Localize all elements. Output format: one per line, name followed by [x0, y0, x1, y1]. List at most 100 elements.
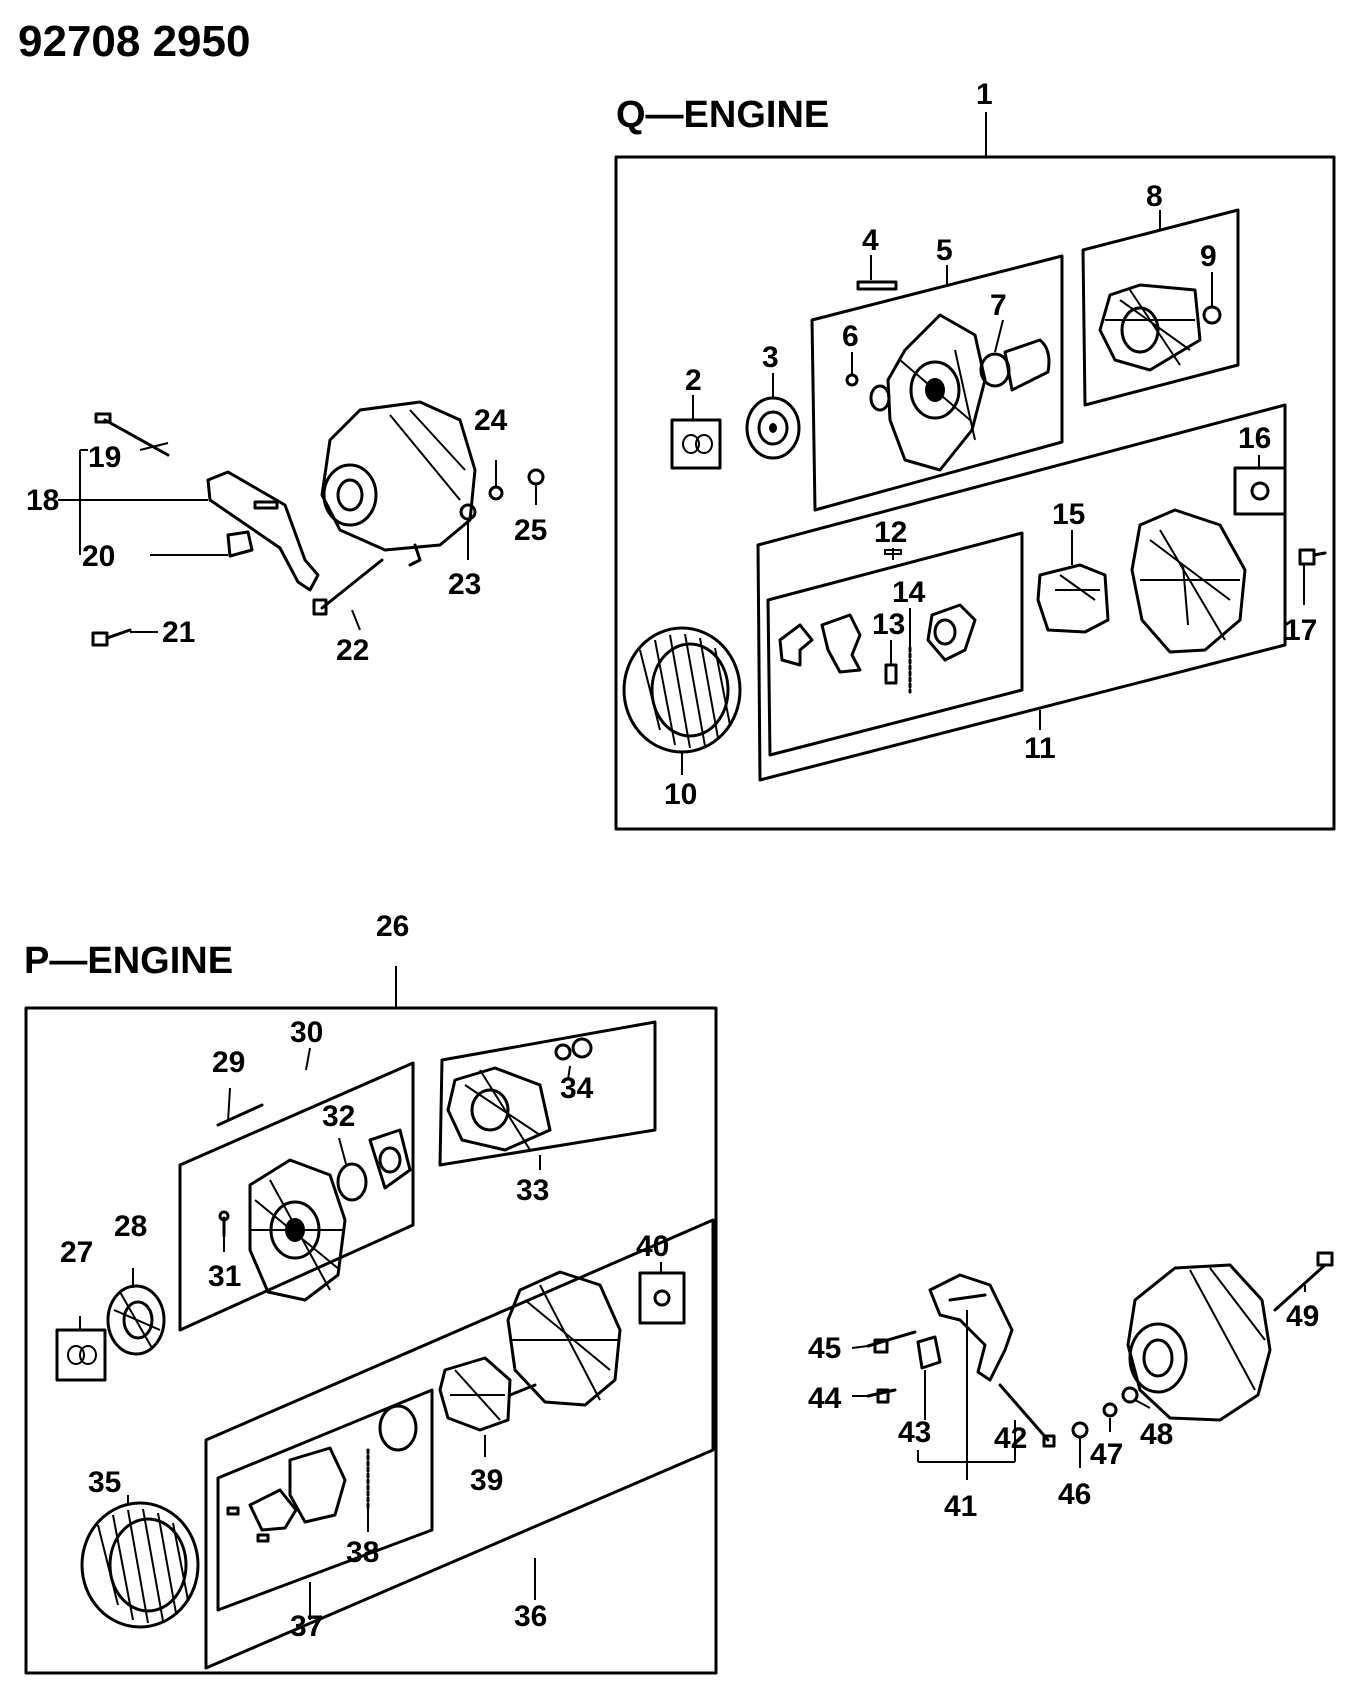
rear-bracket-subbox: [810, 254, 1064, 512]
callout-15: 15: [1052, 498, 1085, 531]
p-part-39-regulator: [438, 1356, 537, 1432]
q-part-10-stator: [622, 626, 742, 754]
nut-25: [527, 468, 545, 486]
callout-3: 3: [762, 341, 779, 374]
callout-36: 36: [514, 1600, 547, 1633]
p-engine-title: P—ENGINE: [24, 940, 233, 982]
rotor-subbox-33: [438, 1020, 657, 1167]
callout-35: 35: [88, 1466, 121, 1499]
callout-20: 20: [82, 540, 115, 573]
callout-labels: 1 2 3 4 5 6 7 8 9 10 11 12 13 14 15 16 1…: [26, 78, 1319, 1643]
callout-46: 46: [1058, 1478, 1091, 1511]
callout-10: 10: [664, 778, 697, 811]
callout-23: 23: [448, 568, 481, 601]
callout-43: 43: [898, 1416, 931, 1449]
mounting-bracket-18: [206, 470, 320, 592]
bolt-45: [866, 1330, 917, 1354]
q-part-5-front-bracket: [886, 313, 987, 472]
callout-19: 19: [88, 441, 121, 474]
callout-13: 13: [872, 608, 905, 641]
callout-5: 5: [936, 234, 953, 267]
bolt-19: [94, 412, 170, 457]
callout-25: 25: [514, 514, 547, 547]
callout-7: 7: [990, 289, 1007, 322]
bracket-41: [928, 1273, 1014, 1382]
callout-14: 14: [892, 576, 926, 609]
callout-1: 1: [976, 78, 993, 111]
callout-11: 11: [1024, 732, 1056, 765]
callout-34: 34: [560, 1072, 594, 1105]
washer-47: [1102, 1402, 1118, 1418]
callout-48: 48: [1140, 1418, 1173, 1451]
diagram-code: 92708 2950: [18, 17, 250, 66]
callout-4: 4: [862, 224, 879, 257]
p-part-34-nut: [554, 1037, 593, 1061]
callout-6: 6: [842, 320, 859, 353]
callout-39: 39: [470, 1464, 503, 1497]
q-engine-title: Q—ENGINE: [616, 94, 829, 136]
callout-18: 18: [26, 484, 59, 517]
q-part-4-bolt: [856, 280, 898, 291]
callout-32: 32: [322, 1100, 355, 1133]
callout-28: 28: [114, 1210, 147, 1243]
p-part-32-bearing: [336, 1128, 412, 1202]
q-part-2-clip: [670, 418, 722, 470]
p-part-27-clip: [55, 1328, 107, 1382]
callout-47: 47: [1090, 1438, 1123, 1471]
callout-33: 33: [516, 1174, 549, 1207]
washer-24: [488, 485, 504, 501]
q-part-13-brush: [884, 663, 898, 685]
p-part-29-bolt: [216, 1103, 264, 1127]
bushing-43: [916, 1335, 942, 1370]
q-part-3-pulley: [745, 396, 801, 460]
callout-49: 49: [1286, 1300, 1319, 1333]
q-part-rear-housing: [1130, 508, 1247, 654]
bolt-22: [312, 558, 384, 616]
bolt-42: [998, 1383, 1056, 1448]
callout-2: 2: [685, 364, 702, 397]
callout-22: 22: [336, 634, 369, 667]
q-part-16-nut: [1233, 466, 1287, 516]
callout-40: 40: [636, 1230, 669, 1263]
alternator-top-left: [320, 400, 477, 567]
p-part-33-rotor: [446, 1066, 552, 1152]
callout-41: 41: [944, 1490, 977, 1523]
q-part-17-bolt: [1298, 548, 1327, 566]
q-engine-assembly-box: [614, 112, 1336, 831]
callout-44: 44: [808, 1382, 842, 1415]
stator-subbox-36: [204, 1218, 715, 1670]
callout-31: 31: [208, 1260, 241, 1293]
stator-regulator-subbox: [756, 403, 1287, 782]
callout-17: 17: [1284, 614, 1317, 647]
callout-26: 26: [376, 910, 409, 943]
callout-21: 21: [162, 616, 195, 649]
callout-12: 12: [874, 516, 907, 549]
callout-42: 42: [994, 1422, 1027, 1455]
q-part-8-rotor: [1098, 283, 1202, 372]
washer-46: [1071, 1421, 1089, 1439]
front-bracket-subbox-30: [178, 1061, 415, 1332]
callout-37: 37: [290, 1610, 323, 1643]
p-part-rear-housing: [506, 1270, 622, 1407]
callout-9: 9: [1200, 240, 1217, 273]
washer-23: [459, 503, 477, 521]
bolt-21: [91, 628, 132, 647]
brush-holder-subbox-37: [216, 1388, 434, 1612]
bolt-49: [1273, 1251, 1334, 1312]
callout-45: 45: [808, 1332, 841, 1365]
p-part-28-pulley: [106, 1284, 166, 1356]
rotor-subbox: [1081, 208, 1240, 407]
callout-30: 30: [290, 1016, 323, 1049]
callout-38: 38: [346, 1536, 379, 1569]
p-part-40-nut: [638, 1271, 686, 1325]
bushing-20: [226, 530, 254, 558]
bolt-44: [866, 1388, 897, 1404]
q-part-15-regulator: [1036, 563, 1110, 634]
callout-16: 16: [1238, 422, 1271, 455]
brush-holder-subbox: [766, 531, 1024, 757]
q-part-9-nut: [1202, 305, 1222, 325]
q-part-12-brush-holder-parts: [778, 549, 977, 674]
callout-27: 27: [60, 1236, 93, 1269]
nut-48: [1121, 1386, 1139, 1404]
p-part-37-brush-parts: [226, 1404, 418, 1543]
